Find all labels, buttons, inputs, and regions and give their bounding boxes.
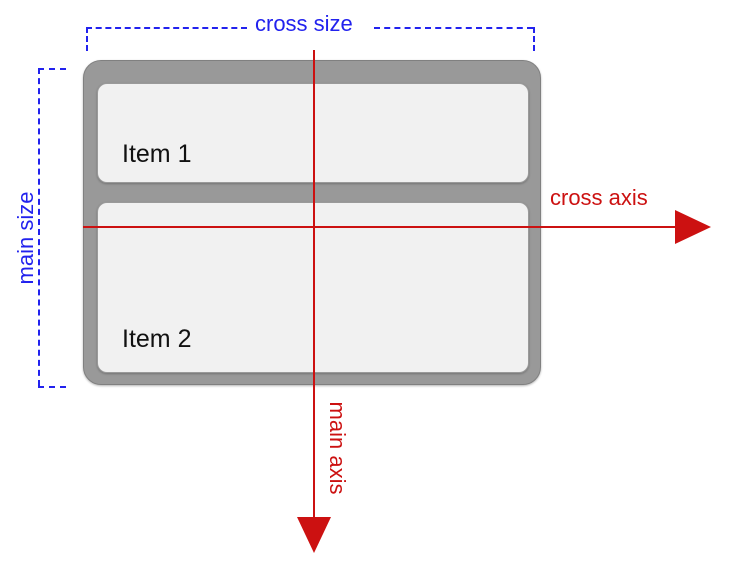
main-axis-arrow-icon [297,517,331,553]
cross-axis-line [83,226,707,228]
main-size-tick-bottom [38,386,66,388]
flex-item-2-label: Item 2 [122,325,192,353]
cross-size-tick-right [533,27,535,51]
cross-size-label: cross size [255,11,353,36]
cross-size-tick-left [86,27,88,51]
main-size-label: main size [13,191,38,285]
main-size-bracket [38,68,40,386]
cross-size-bracket-left-segment [86,27,247,29]
main-axis-label: main axis [325,401,350,495]
flex-container: Item 1 Item 2 [83,60,541,385]
flex-item-1-label: Item 1 [122,140,192,168]
cross-axis-label: cross axis [550,185,648,210]
main-axis-line [313,50,315,522]
cross-size-bracket-right-segment [374,27,533,29]
main-size-tick-top [38,68,66,70]
cross-axis-arrow-icon [675,210,711,244]
